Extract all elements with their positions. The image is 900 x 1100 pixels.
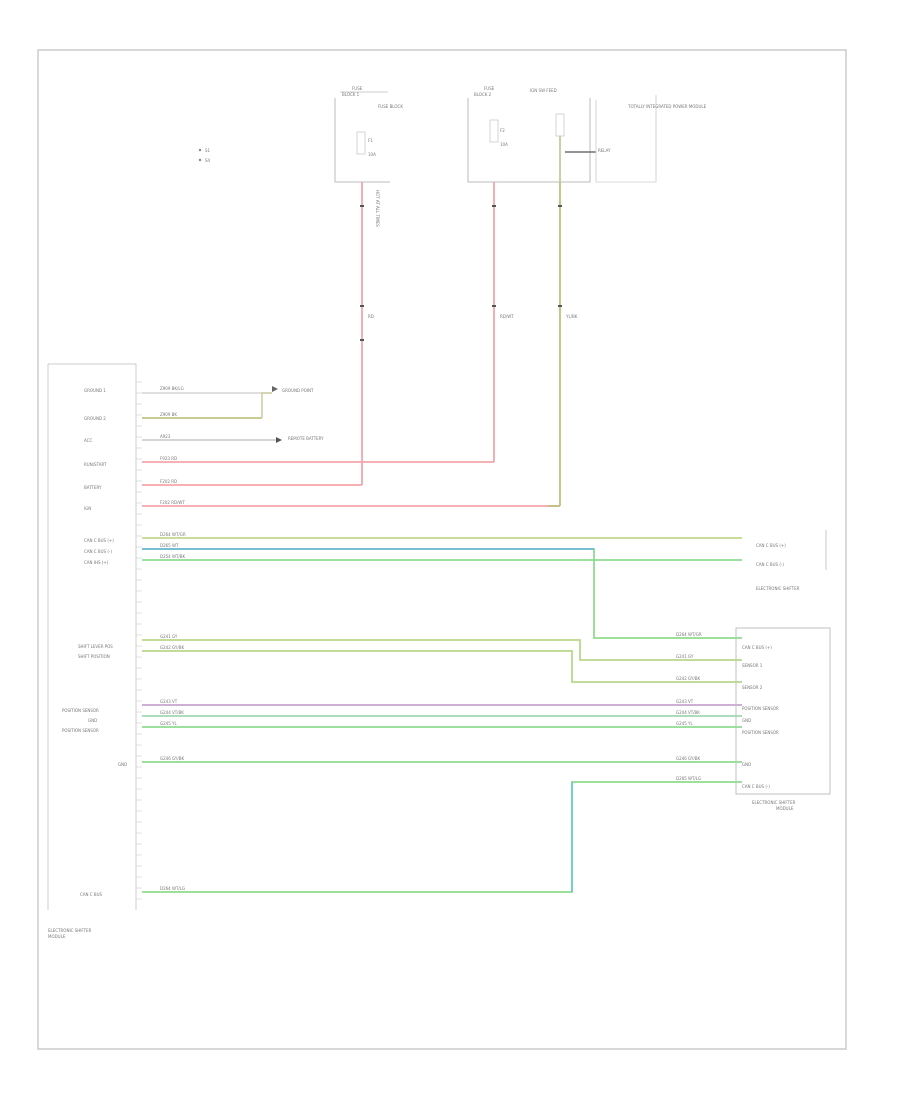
rm-pin-0: CAN C BUS (+) — [742, 645, 772, 650]
pin-top-2-label: ACC — [84, 438, 92, 443]
right-module-name: ELECTRONIC SHIFTER — [752, 800, 796, 805]
pin-top-2-circuit: A923 — [160, 434, 171, 439]
right-module: ELECTRONIC SHIFTER MODULE CAN C BUS (+) … — [676, 627, 831, 811]
pin-sensor-2-circuit: G243 VT — [160, 699, 178, 704]
pin-top-3-circuit: F923 RD — [160, 456, 177, 461]
fuse-center-sub: BLOCK 2 — [474, 92, 492, 97]
relay-note: RELAY — [598, 148, 611, 153]
rm-pin-2: SENSOR 2 — [742, 685, 763, 690]
rm-pin-5: POSITION SENSOR — [742, 730, 779, 735]
rm-circ-0: D264 WT/GR — [676, 632, 702, 637]
left-module: ELECTRONIC SHIFTER MODULE — [47, 363, 137, 939]
pin-sensor-5-circuit: G246 GY/BK — [160, 756, 184, 761]
rm-top-1: CAN C BUS (-) — [756, 562, 784, 567]
pin-bus-0-circuit: D264 WT/GR — [160, 532, 186, 537]
fuse-left-amp: 10A — [368, 152, 376, 157]
pin-sensor-3-circuit: G244 VT/BK — [160, 710, 184, 715]
tipm-note: TOTALLY INTEGRATED POWER MODULE — [595, 95, 707, 183]
pin-top-1-label: GROUND 2 — [84, 416, 106, 421]
pin-bus-2-label: CAN IHS (+) — [84, 560, 109, 565]
pin-top-1-circuit: Z909 BK — [160, 412, 177, 417]
pin-sensor-0-circuit: G241 GY — [160, 634, 178, 639]
fuse-center-title: FUSE — [484, 86, 495, 91]
rm-circ-2: G242 GY/BK — [676, 676, 700, 681]
pin-sensor-4-label: POSITION SENSOR — [62, 728, 99, 733]
ground-note-2: REMOTE BATTERY — [288, 436, 324, 441]
fuse-block-center: FUSE BLOCK 2 IGN SW FEED F2 10A RELAY — [467, 86, 611, 183]
pin-bus-1-label: CAN C BUS (-) — [84, 549, 112, 554]
svg-text:HOT AT ALL TIMES: HOT AT ALL TIMES — [375, 190, 380, 227]
pin-top-0-circuit: Z909 BK/LG — [160, 386, 184, 391]
pin-sensor-5-label: GND — [118, 762, 127, 767]
fuse-left-sub: BLOCK 1 — [342, 92, 360, 97]
pin-ticks — [136, 381, 142, 900]
rm-circ-7: D265 WT/LG — [676, 776, 701, 781]
bus-wires: CAN C BUS (+) D264 WT/GR CAN C BUS (-) D… — [84, 530, 827, 639]
tag-w3a: YL/BK — [565, 314, 578, 319]
pin-top-3-label: RUN/START — [84, 462, 107, 467]
fuse-left-name: FUSE BLOCK — [378, 104, 403, 109]
pin-top-4-label: BATTERY — [84, 485, 102, 490]
rm-pin-3: POSITION SENSOR — [742, 706, 779, 711]
rm-pin-6: GND — [742, 762, 751, 767]
pin-sensor-6-label: CAN C BUS — [80, 892, 103, 897]
legend-item-1: S1 — [205, 148, 211, 153]
tag-w2a: RD/WT — [500, 314, 514, 319]
rm-pin-4: GND — [742, 718, 751, 723]
pin-top-0-label: GROUND 1 — [84, 388, 106, 393]
fuse-left-title: FUSE — [352, 86, 363, 91]
rm-circ-6: G246 GY/BK — [676, 756, 700, 761]
left-module-name: ELECTRONIC SHIFTER — [48, 928, 92, 933]
tag-w1a: RD — [368, 314, 374, 319]
fuse-center-right: IGN SW FEED — [530, 88, 557, 93]
rm-circ-3: G243 VT — [676, 699, 694, 704]
pin-sensor-3-label: GND — [88, 718, 97, 723]
fuse-center-fuse: F2 — [500, 128, 505, 133]
pin-top-5-circuit: F202 RD/WT — [160, 500, 185, 505]
rm-pin-7: CAN C BUS (-) — [742, 784, 770, 789]
fuse-block-left: FUSE BLOCK 1 FUSE BLOCK F1 10A HOT AT AL… — [334, 86, 403, 227]
feed-wires: RD RD/WT YL/BK — [360, 136, 578, 506]
power-wires: GROUND 1 Z909 BK/LG GROUND 2 Z909 BK GRO… — [84, 386, 560, 511]
rm-circ-4: G244 VT/BK — [676, 710, 700, 715]
pin-sensor-2-label: POSITION SENSOR — [62, 708, 99, 713]
left-module-name2: MODULE — [48, 934, 66, 939]
rm-top-note: ELECTRONIC SHIFTER — [756, 586, 800, 591]
rm-circ-1: G241 GY — [676, 654, 694, 659]
fuse-left-fuse: F1 — [368, 138, 373, 143]
sensor-wires: SHIFT LEVER POS G241 GY SHIFT POSITION G… — [62, 634, 742, 897]
pin-sensor-4-circuit: G245 YL — [160, 721, 177, 726]
pin-bus-2-circuit: D254 WT/BK — [160, 554, 185, 559]
pin-sensor-0-label: SHIFT LEVER POS — [78, 644, 113, 649]
fuse-center-amp: 10A — [500, 142, 508, 147]
pin-sensor-6-circuit: D264 WT/LG — [160, 886, 185, 891]
legend-item-2: S4 — [205, 158, 211, 163]
pin-bus-0-label: CAN C BUS (+) — [84, 538, 114, 543]
pin-top-4-circuit: F202 RD — [160, 479, 177, 484]
pin-sensor-1-label: SHIFT POSITION — [78, 654, 110, 659]
rm-top-0: CAN C BUS (+) — [756, 543, 786, 548]
rm-pin-1: SENSOR 1 — [742, 663, 763, 668]
pin-top-5-label: IGN — [84, 506, 91, 511]
right-module-name2: MODULE — [776, 806, 794, 811]
diagram-frame — [37, 49, 847, 1050]
rm-circ-5: G245 YL — [676, 721, 693, 726]
ground-note-1: GROUND POINT — [282, 388, 314, 393]
tipm-note-text: TOTALLY INTEGRATED POWER MODULE — [627, 104, 707, 109]
pin-bus-1-circuit: D265 WT — [160, 543, 179, 548]
legend: S1 S4 — [198, 148, 211, 163]
pin-sensor-1-circuit: G242 GY/BK — [160, 645, 184, 650]
